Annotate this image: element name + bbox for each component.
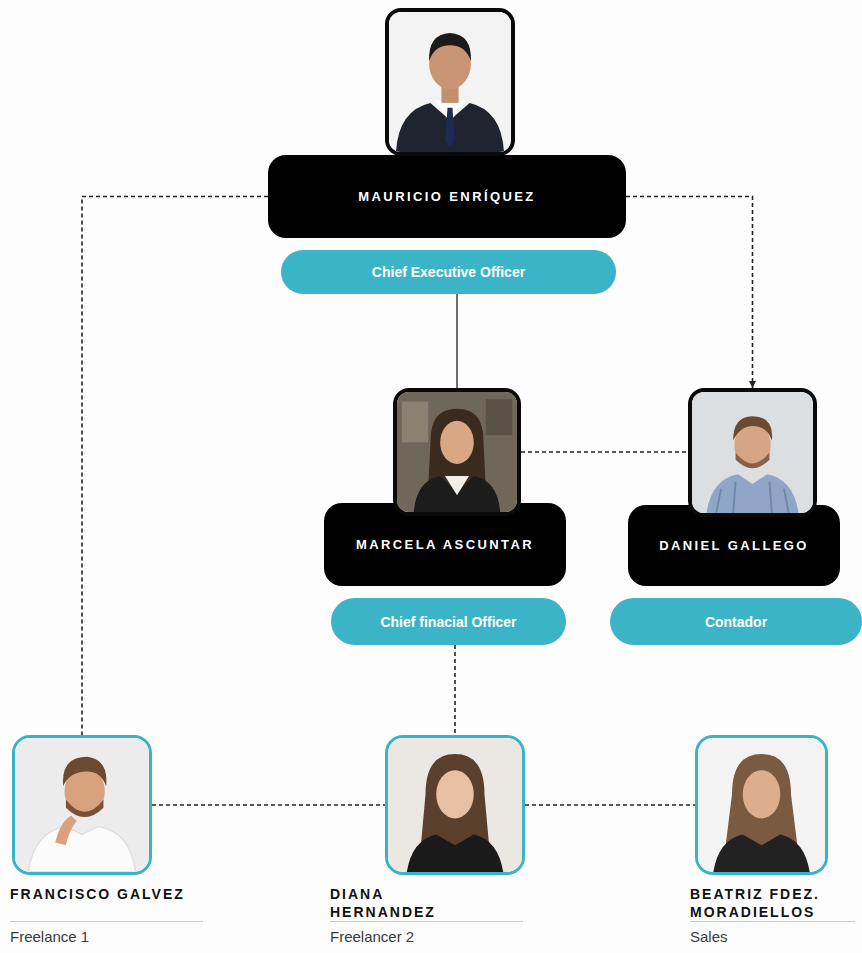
portrait-photo	[12, 735, 152, 875]
person-name: DANIEL GALLEGO	[659, 538, 809, 553]
portrait-photo	[385, 8, 515, 156]
person-name: BEATRIZ FDEZ. MORADIELLOS	[690, 885, 855, 922]
role-pill: Chief finacial Officer	[331, 598, 566, 645]
role-pill: Chief Executive Officer	[281, 250, 616, 294]
role-title: Chief Executive Officer	[372, 264, 525, 280]
person-role: Freelancer 2	[330, 928, 523, 946]
person-role: Freelance 1	[10, 928, 203, 946]
name-box: MAURICIO ENRÍQUEZ	[268, 155, 626, 238]
portrait-photo	[393, 388, 521, 516]
person-card: FRANCISCO GALVEZ Freelance 1	[10, 885, 203, 946]
portrait-photo	[695, 735, 828, 875]
person-card: DIANA HERNANDEZ Freelancer 2	[330, 885, 523, 946]
role-title: Chief finacial Officer	[380, 614, 516, 630]
dashed-connector	[525, 804, 695, 806]
dashed-connector	[152, 804, 385, 806]
dashed-connector	[454, 645, 456, 735]
person-name: FRANCISCO GALVEZ	[10, 885, 203, 922]
person-name: DIANA HERNANDEZ	[330, 885, 523, 922]
portrait-photo	[385, 735, 525, 875]
person-name: MARCELA ASCUNTAR	[356, 537, 534, 552]
solid-connector	[456, 294, 457, 388]
role-pill: Contador	[610, 598, 862, 645]
person-name: MAURICIO ENRÍQUEZ	[358, 189, 535, 204]
portrait-photo	[688, 388, 817, 517]
person-role: Sales	[690, 928, 855, 946]
dashed-connector	[521, 451, 688, 453]
name-box: DANIEL GALLEGO	[628, 505, 840, 586]
dashed-connector	[626, 197, 753, 389]
person-card: BEATRIZ FDEZ. MORADIELLOS Sales	[690, 885, 855, 946]
role-title: Contador	[705, 614, 767, 630]
dashed-connector	[82, 197, 268, 736]
